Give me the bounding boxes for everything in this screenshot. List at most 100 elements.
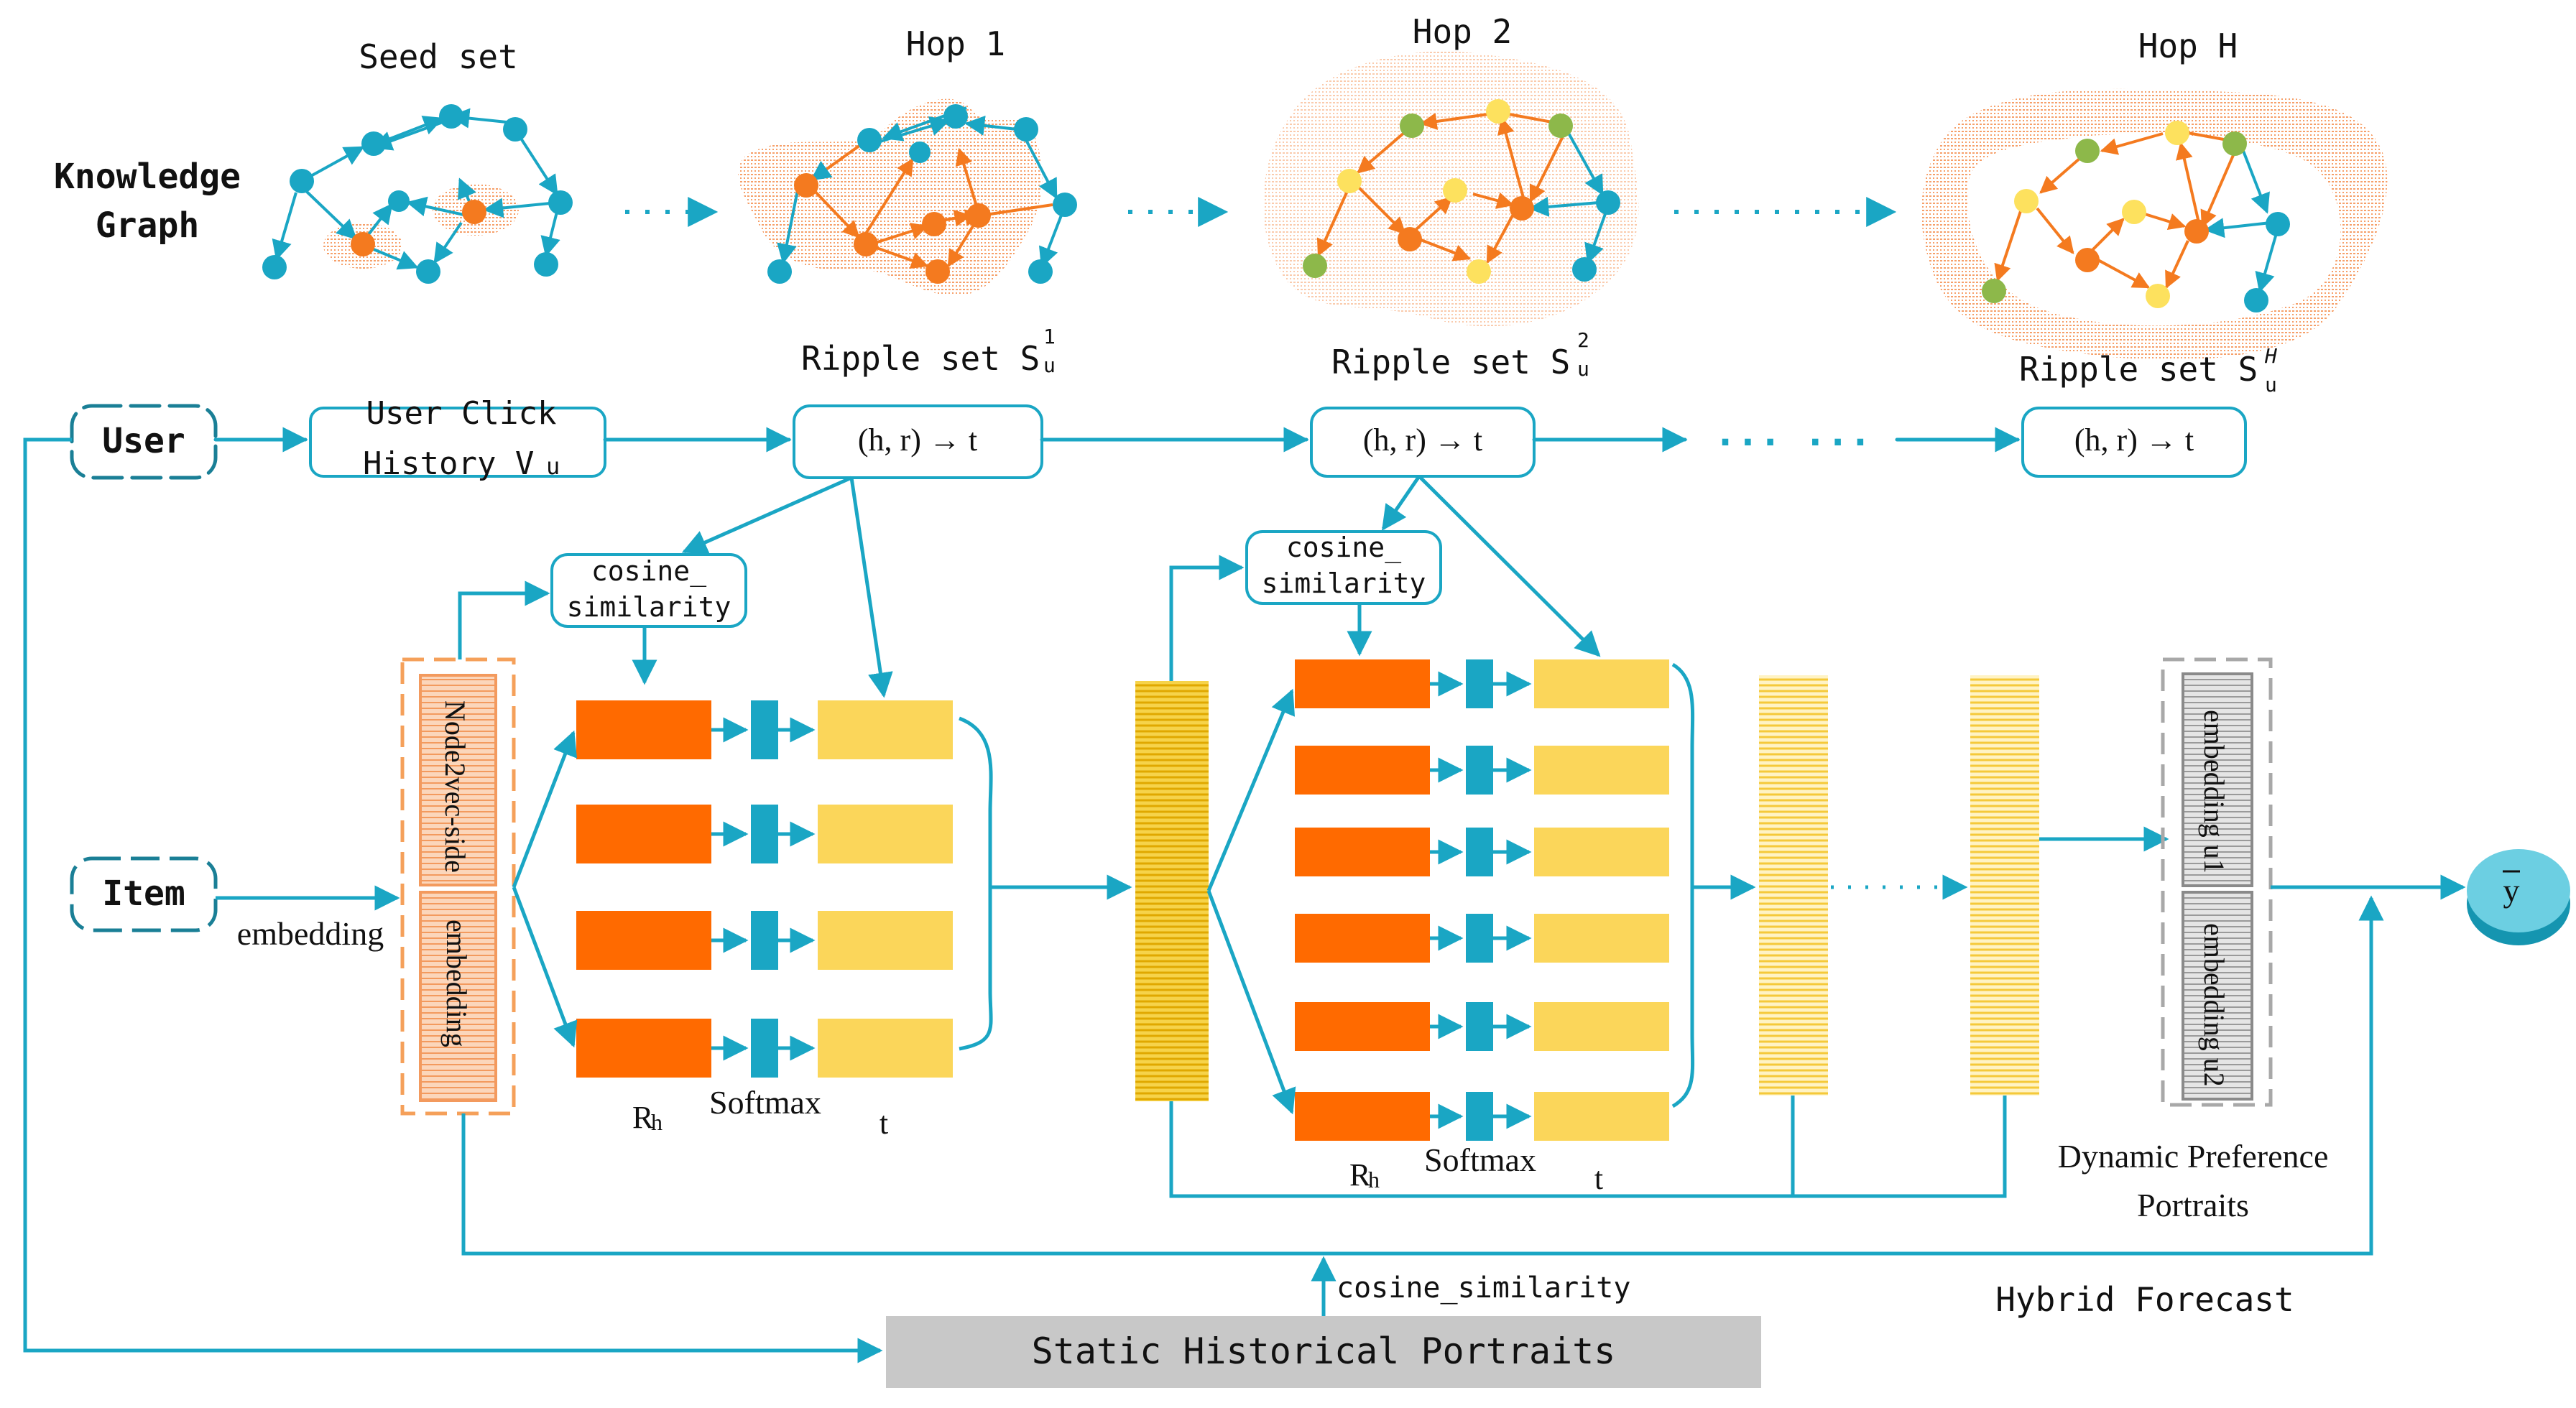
kg-yellow-node — [1486, 99, 1510, 124]
rh-label-2-sub: h — [1368, 1167, 1380, 1192]
rh-label-2-text: R — [1349, 1157, 1371, 1192]
item-feature-frame — [400, 657, 516, 1116]
cosine-box-1-line1: cosine_ — [591, 555, 706, 588]
embedding-u1-label: embedding u1 — [2198, 710, 2230, 874]
rh-bar — [576, 805, 711, 863]
ripple1-text: Ripple set S — [801, 339, 1040, 378]
click-history-box — [309, 407, 606, 478]
kg-node — [767, 259, 792, 284]
click-history-line2-text: History V — [363, 445, 534, 482]
click-history-sub: u — [546, 453, 560, 480]
rh-label-1-text: R — [632, 1100, 654, 1135]
kg-hop-node — [1398, 227, 1422, 251]
seed-set-title: Seed set — [359, 37, 518, 76]
rippleH-text: Ripple set S — [2019, 350, 2258, 389]
kg-hop-node — [925, 259, 950, 284]
hop2-block: R h Softmax t — [1295, 659, 1695, 1196]
ripple2-sup: 2 — [1577, 328, 1589, 352]
user-box — [70, 404, 218, 480]
kg-hop-node — [2075, 248, 2100, 272]
model-section: Item embedding Node2vec-side embedding c… — [23, 437, 2570, 1388]
kg-hop-node — [2184, 219, 2209, 244]
item-box — [70, 856, 218, 932]
kg-node — [290, 169, 314, 193]
kg-green-node — [2075, 139, 2100, 163]
ripple2-label: Ripple set S — [1331, 343, 1570, 381]
t-bar — [818, 1019, 953, 1078]
ripple1-label: Ripple set S — [801, 339, 1040, 378]
hrt-label-2: (h, r) → t — [1363, 422, 1482, 458]
kg-yellow-node — [1443, 178, 1467, 203]
softmax-bar — [1466, 746, 1493, 795]
rippleH-sub: u — [2265, 373, 2277, 397]
ripple2-text: Ripple set S — [1331, 343, 1570, 381]
rh-bar — [1295, 828, 1430, 876]
cosine-box-1 — [550, 553, 747, 628]
kg-node — [361, 131, 386, 156]
t-label-1: t — [880, 1106, 888, 1141]
kg-label-line2: Graph — [96, 205, 200, 246]
hop1-block: R h Softmax t — [576, 700, 993, 1141]
cosine-box-2 — [1245, 530, 1442, 605]
kg-hop-node — [1510, 196, 1534, 221]
kg-node — [548, 190, 573, 215]
kg-green-node — [2222, 131, 2247, 156]
kg-hop-node — [966, 203, 991, 228]
hop1-output-column — [1135, 681, 1209, 1101]
embedding-u1-block — [2182, 672, 2253, 887]
ripple2-sub: u — [1577, 357, 1589, 381]
kg-hop-node — [922, 212, 946, 236]
kg-green-node — [1303, 254, 1327, 278]
hop1-graph: Hop 1 — [738, 24, 1077, 378]
cosine-bottom-label: cosine_similarity — [1337, 1272, 1630, 1305]
rh-label-1: R — [632, 1100, 654, 1135]
hopH-ripple-area — [1921, 88, 2388, 361]
t-bar — [818, 911, 953, 970]
embedding-u2-block — [2182, 891, 2253, 1101]
kg-node — [1596, 190, 1620, 215]
user-embedding-frame — [2161, 657, 2273, 1107]
cosine-box-2-line1: cosine_ — [1286, 532, 1401, 564]
t-bar — [818, 805, 953, 863]
kg-yellow-node — [1467, 259, 1491, 284]
kg-node — [416, 259, 440, 284]
ripple1-sub: u — [1043, 353, 1056, 377]
kg-yellow-node — [2165, 121, 2189, 145]
ripple1-sup: 1 — [1043, 325, 1056, 348]
kg-node — [262, 255, 287, 279]
kg-yellow-node — [2146, 284, 2170, 308]
kg-node — [857, 128, 882, 152]
hrt-box-1 — [793, 404, 1043, 479]
knowledge-graph-row: Knowledge Graph Seed set — [54, 12, 2388, 397]
kg-yellow-node — [1337, 169, 1362, 193]
node2vec-label: Node2vec-side — [439, 700, 471, 873]
hop2-graph: Hop 2 — [1263, 12, 1639, 381]
kg-node — [2244, 288, 2268, 312]
softmax-bar — [751, 805, 778, 863]
kg-node — [1014, 117, 1038, 142]
t-bar — [1534, 1002, 1669, 1051]
softmax-label-2: Softmax — [1424, 1141, 1536, 1178]
t-bar — [1534, 914, 1669, 963]
hrt-label-1: (h, r) → t — [858, 422, 977, 458]
kg-node — [534, 252, 558, 277]
t-bar — [1534, 1092, 1669, 1141]
item-embedding-label: embedding — [440, 920, 473, 1047]
hrt-label-3: (h, r) → t — [2074, 422, 2194, 458]
hop1-title: Hop 1 — [906, 24, 1005, 63]
dynamic-portraits-line1: Dynamic Preference — [2058, 1138, 2329, 1175]
softmax-label-1: Softmax — [709, 1084, 821, 1121]
hopH-output-column — [1970, 675, 2039, 1096]
static-portraits-label: Static Historical Portraits — [1032, 1330, 1616, 1372]
softmax-bar — [1466, 1092, 1493, 1141]
dynamic-portraits-line2: Portraits — [2137, 1187, 2249, 1223]
rh-label-2: R — [1349, 1157, 1371, 1192]
embedding-block — [419, 891, 497, 1102]
kg-hop-node — [854, 232, 878, 256]
kg-node — [1053, 193, 1077, 217]
t-bar — [1534, 828, 1669, 876]
rh-bar — [576, 911, 711, 970]
click-history-line2: History V — [363, 445, 534, 482]
kg-node — [1572, 257, 1597, 282]
